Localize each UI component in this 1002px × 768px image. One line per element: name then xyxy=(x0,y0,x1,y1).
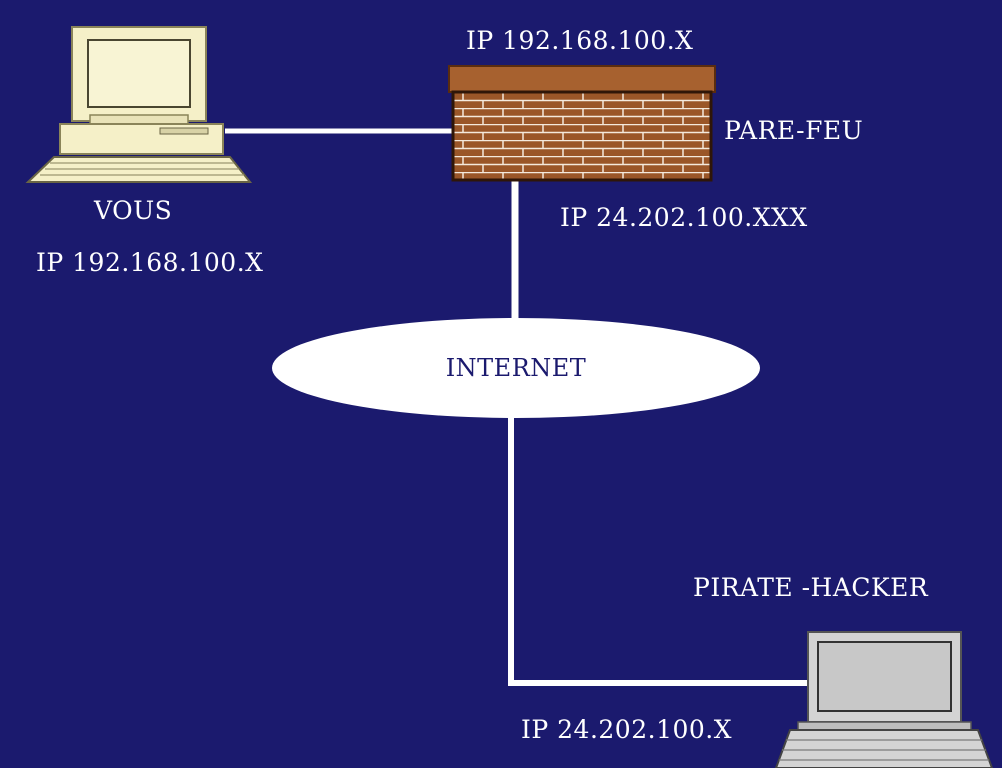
internet-cloud xyxy=(272,318,760,418)
connections xyxy=(225,128,815,686)
firewall-external-ip-label: IP 24.202.100.XXX xyxy=(560,203,808,232)
laptop-computer-icon xyxy=(774,631,994,768)
firewall-label: PARE-FEU xyxy=(724,116,864,145)
user-label: VOUS xyxy=(94,196,173,225)
brick-wall-icon xyxy=(448,65,716,182)
hacker-label: PIRATE -HACKER xyxy=(693,573,929,602)
internet-label: INTERNET xyxy=(445,354,587,382)
firewall-internal-ip-label: IP 192.168.100.X xyxy=(466,26,694,55)
user-ip-label: IP 192.168.100.X xyxy=(36,248,264,277)
link-internet-hacker xyxy=(508,418,815,686)
desktop-computer-icon xyxy=(25,26,253,183)
hacker-ip-label: IP 24.202.100.X xyxy=(521,715,733,744)
